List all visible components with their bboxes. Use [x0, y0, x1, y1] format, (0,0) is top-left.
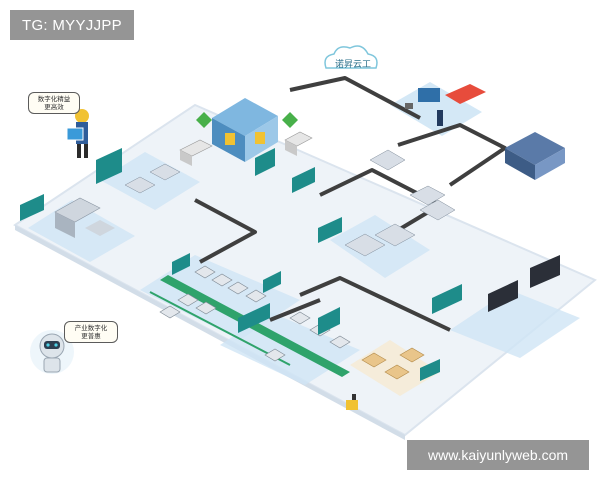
worker-bubble-line-1: 数字化精益: [32, 95, 76, 103]
robot-bubble-line-1: 产业数字化: [68, 324, 114, 332]
watermark-bottom-right: www.kaiyunlyweb.com: [407, 440, 589, 470]
worker-speech-bubble: 数字化精益 更高效: [28, 92, 80, 114]
robot-speech-bubble: 产业数字化 更普惠: [64, 321, 118, 343]
worker-figure: [67, 109, 89, 158]
watermark-top-left: TG: MYYJJPP: [10, 10, 134, 40]
worker-bubble-line-2: 更高效: [32, 103, 76, 111]
monitoring-station: [505, 132, 565, 180]
robot-bubble-line-2: 更普惠: [68, 332, 114, 340]
cloud-label: 诺昇云工: [330, 57, 376, 70]
